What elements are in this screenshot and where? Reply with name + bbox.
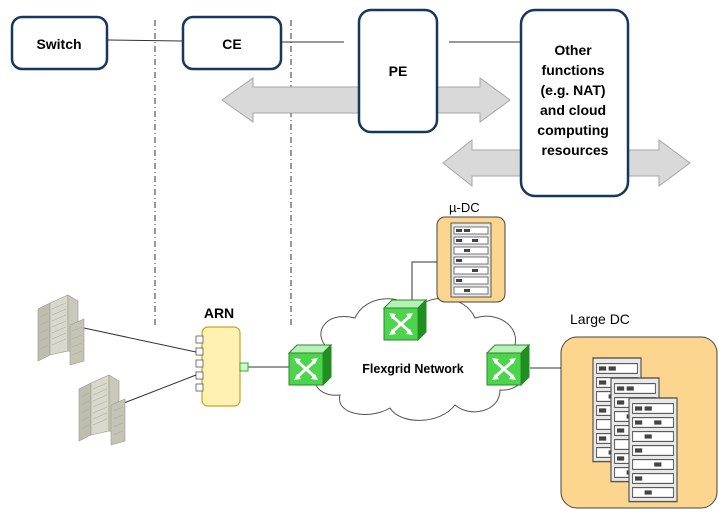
other-line-3: (e.g. NAT)	[541, 82, 606, 98]
other-functions-box: Other functions (e.g. NAT) and cloud com…	[519, 8, 630, 198]
other-line-4: and cloud	[540, 102, 606, 118]
switch-box: Switch	[10, 15, 109, 71]
large-dc-label: Large DC	[570, 311, 630, 327]
top-connectors	[107, 39, 521, 43]
ce-label: CE	[222, 36, 241, 52]
other-line-1: Other	[554, 42, 592, 58]
switch-label: Switch	[36, 36, 81, 52]
flexgrid-network-label: Flexgrid Network	[362, 362, 463, 376]
arn-node	[195, 326, 249, 407]
micro-dc-label: µ-DC	[449, 200, 480, 215]
other-line-2: functions	[542, 62, 605, 78]
svg-text:Other functions (e: Other functions (e.g. NAT) and cloud com…	[537, 42, 612, 158]
network-connectors	[248, 261, 561, 369]
pe-label: PE	[389, 63, 408, 79]
pe-box: PE	[357, 8, 439, 134]
oxc-switch-top-icon	[382, 298, 428, 342]
building-top-icon	[37, 294, 85, 366]
other-line-6: resources	[542, 142, 609, 158]
other-line-5: computing	[537, 122, 609, 138]
oxc-switch-left-icon	[287, 343, 333, 387]
building-bottom-icon	[78, 374, 126, 446]
arn-label: ARN	[204, 305, 234, 321]
oxc-switch-right-icon	[485, 343, 531, 387]
building-connectors	[83, 327, 197, 404]
ce-box: CE	[181, 15, 283, 71]
micro-dc-rack-icon	[450, 222, 492, 298]
